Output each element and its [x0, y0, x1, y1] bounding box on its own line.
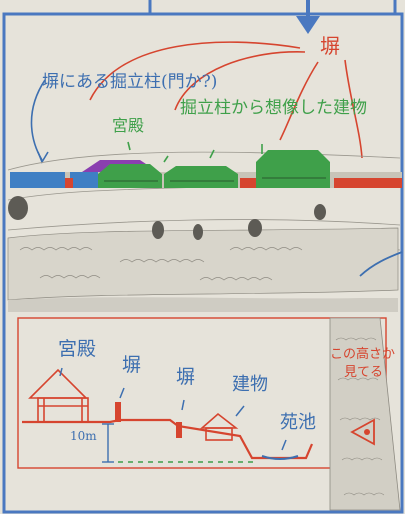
palace-sketch: [28, 368, 89, 423]
small-building: [199, 412, 239, 441]
wall-label-2: 塀: [176, 366, 196, 388]
side-note-line2: 見てる: [344, 365, 384, 380]
wall-label-top: 塀: [320, 34, 340, 58]
trees: [8, 196, 326, 240]
blue-wall: [10, 172, 65, 188]
wall-label-1: 塀: [122, 354, 142, 376]
stone-band: [7, 227, 399, 301]
pillar-gate-note: 塀にある掘立柱(門か?): [42, 72, 218, 92]
pond: [261, 455, 299, 460]
building-label: 建物: [232, 374, 268, 395]
down-arrow-icon: [296, 0, 320, 34]
palace-label-bottom: 宮殿: [58, 338, 97, 360]
red-wall-right: [334, 178, 402, 188]
garden-pond-label: 苑池: [280, 412, 316, 433]
stone-column: [329, 317, 401, 511]
height-dimension: [102, 423, 114, 463]
wall-post-2: [176, 422, 182, 438]
buildings-note: 掘立柱から想像した建物: [180, 98, 367, 118]
side-note-line1: この高さか: [330, 347, 396, 362]
building-row: [10, 150, 402, 188]
height-label: 10m: [70, 429, 97, 443]
wall-post-1: [115, 402, 121, 422]
wall-pointer-lines: [89, 41, 363, 159]
eye-icon: [350, 418, 375, 446]
blue-frame: [2, 12, 404, 514]
palace-label-top: 宮殿: [112, 116, 145, 135]
